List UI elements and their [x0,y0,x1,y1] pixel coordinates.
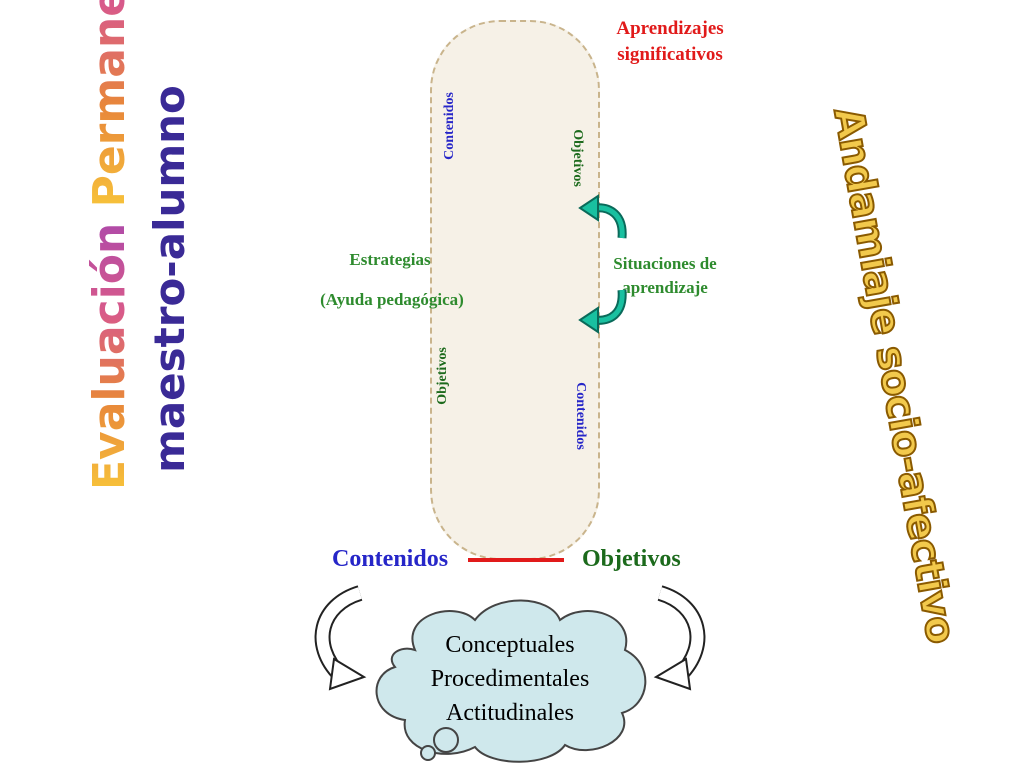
estrategias-label: Estrategias [349,250,431,269]
contenidos-top-label: Contenidos [442,92,457,160]
connector-line [468,558,564,562]
curved-arrows-group [578,194,627,334]
aprendizajes-significativos-label: Aprendizajes significativos [616,18,724,65]
evaluacion-word: Evaluación [84,222,135,490]
conceptuales-text: Conceptuales [445,632,575,658]
ayuda-pedagogica-label: (Ayuda pedagógica) [320,290,464,309]
content-types-cloud [375,599,647,763]
left-curved-arrow-icon [314,585,367,691]
maestro-alumno-title: maestro-alumno [145,85,194,473]
dna-helix-image [430,20,600,560]
permanente-word: Permanente [84,0,135,207]
objetivos-bottom-label: Objetivos [435,347,450,405]
objetivos-heading: Objetivos [582,546,681,572]
cloud-text: Conceptuales Procedimentales Actitudinal… [380,628,640,730]
actitudinales-text: Actitudinales [446,700,574,726]
evaluacion-permanente-title: Evaluación Permanente [84,0,135,490]
curved-arrow-top-icon [578,194,627,239]
andamiaje-title: Andamiaje socio-afectivo [823,103,965,647]
right-curved-arrow-icon [653,585,706,691]
procedimentales-text: Procedimentales [430,666,590,692]
situaciones-aprendizaje-label: Situaciones de aprendizaje [613,254,717,297]
curved-arrow-bottom-icon [578,289,627,334]
contenidos-bottom-label: Contenidos [573,382,588,450]
contenidos-heading: Contenidos [332,546,449,572]
